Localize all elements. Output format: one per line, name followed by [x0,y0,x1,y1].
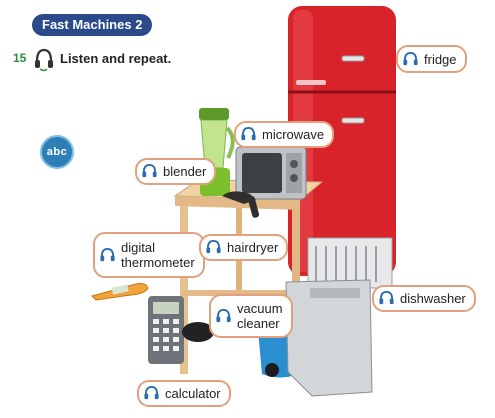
label-vacuum-cleaner[interactable]: vacuum cleaner [209,294,293,338]
calculator-illustration [148,296,184,364]
label-text: digital thermometer [121,240,195,270]
fridge-illustration [288,6,396,276]
headphones-icon [142,163,157,178]
blender-illustration [199,108,235,196]
headphones-icon [216,308,231,322]
headphones-icon [241,126,256,141]
microwave-illustration [235,146,307,200]
label-digital-thermometer[interactable]: digital thermometer [93,232,205,278]
headphones-icon [403,51,418,65]
label-calculator[interactable]: calculator [137,380,231,407]
label-text: calculator [165,386,221,401]
label-text: hairdryer [227,240,279,255]
headphones-icon [379,290,394,305]
unit-title: Fast Machines 2 [32,14,153,36]
headphones-icon [206,239,221,254]
hairdryer-illustration [222,191,260,218]
headphones-icon[interactable] [34,47,54,73]
exercise-instruction: Listen and repeat. [60,51,172,66]
label-dishwasher[interactable]: dishwasher [372,285,476,312]
label-fridge[interactable]: fridge [396,45,467,73]
label-blender[interactable]: blender [135,158,217,185]
thermometer-illustration [91,283,149,301]
headphones-icon [144,385,159,400]
label-text: vacuum cleaner [237,301,283,331]
label-text: microwave [262,127,325,142]
dishwasher-illustration [285,237,393,397]
exercise-number: 15 [13,51,27,65]
label-microwave[interactable]: microwave [234,121,335,148]
label-text: blender [163,164,207,179]
label-text: fridge [424,51,457,67]
label-text: dishwasher [400,291,466,306]
headphones-icon [100,247,115,261]
phonics-badge: abc [40,135,74,169]
label-hairdryer[interactable]: hairdryer [199,234,289,261]
